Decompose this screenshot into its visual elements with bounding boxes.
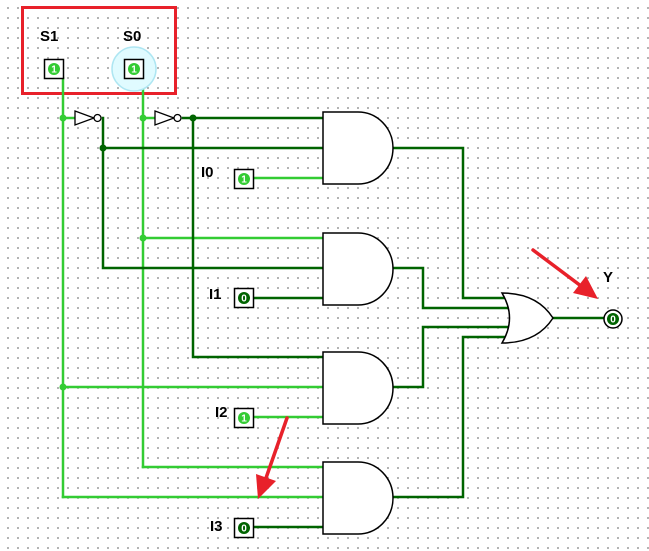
label-i2: I2 — [215, 404, 228, 421]
pin-state-i1 — [238, 292, 250, 304]
pin-state-i0 — [238, 173, 250, 185]
or-gate[interactable] — [500, 292, 554, 344]
and-gate-2[interactable] — [322, 232, 394, 306]
output-pin-y[interactable]: 0 — [603, 309, 623, 329]
pin-state-s0 — [128, 63, 140, 75]
label-y: Y — [603, 269, 613, 286]
input-pin-s0[interactable]: 1 — [123, 58, 145, 80]
pin-state-i2 — [238, 412, 250, 424]
wire-not-s1-to-and1 — [101, 116, 325, 150]
wire-not-s0-to-and3 — [191, 116, 325, 359]
pin-value-s0: 1 — [131, 65, 137, 76]
arrow-to-output — [531, 248, 598, 299]
label-i1: I1 — [209, 286, 222, 303]
select-inputs-highlight-box — [21, 6, 177, 95]
input-pin-i1[interactable]: 0 — [233, 287, 255, 309]
pin-value-y: 0 — [610, 315, 616, 326]
pin-state-i3 — [238, 522, 250, 534]
label-s0: S0 — [123, 28, 141, 45]
input-pin-i2[interactable]: 1 — [233, 407, 255, 429]
label-s1: S1 — [40, 28, 58, 45]
pin-value-i3: 0 — [241, 524, 247, 535]
input-pin-i3[interactable]: 0 — [233, 517, 255, 539]
label-i3: I3 — [210, 518, 223, 535]
input-pin-i0[interactable]: 1 — [233, 168, 255, 190]
pin-value-i2: 1 — [241, 414, 247, 425]
label-i0: I0 — [201, 164, 214, 181]
pin-value-i0: 1 — [241, 175, 247, 186]
wire-not-s1-to-and2 — [101, 146, 325, 270]
not-gate-s1[interactable] — [74, 110, 102, 126]
arrow-to-and4 — [256, 416, 289, 499]
high-wires — [61, 76, 325, 499]
input-pin-s1[interactable]: 1 — [43, 58, 65, 80]
and-gate-1[interactable] — [322, 111, 394, 185]
wire-junctions — [59, 114, 197, 391]
wire-and1-to-or — [391, 146, 514, 300]
pin-value-s1: 1 — [51, 65, 57, 76]
and-gate-4[interactable] — [322, 461, 394, 535]
wire-and4-to-or — [391, 335, 514, 499]
pin-value-i1: 0 — [241, 294, 247, 305]
not-gate-s0[interactable] — [154, 110, 182, 126]
wire-and2-to-or — [391, 266, 514, 310]
wire-and3-to-or — [391, 325, 514, 389]
and-gate-3[interactable] — [322, 351, 394, 425]
pin-state-s1 — [48, 63, 60, 75]
pin-state-y — [607, 313, 619, 325]
